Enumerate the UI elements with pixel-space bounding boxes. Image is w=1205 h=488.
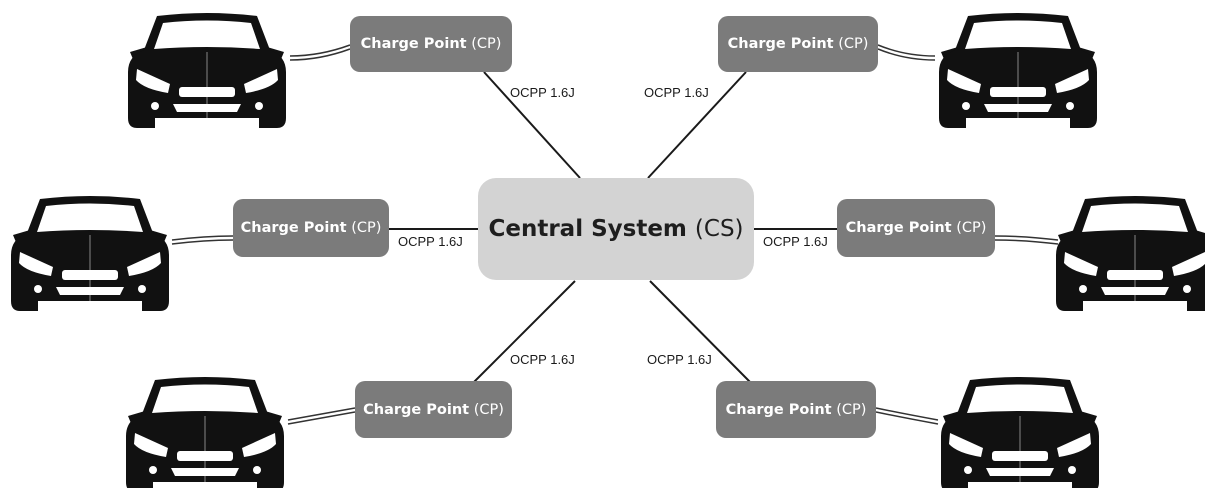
protocol-label: OCPP 1.6J [398, 234, 463, 249]
charge-point-mid-left[interactable]: Charge Point (CP) [233, 199, 389, 257]
cable-bottom-right [875, 407, 939, 421]
cable-top-left-2 [289, 48, 351, 61]
charge-point-abbr: (CP) [838, 36, 869, 52]
protocol-label: OCPP 1.6J [763, 234, 828, 249]
charge-point-bottom-left[interactable]: Charge Point (CP) [355, 381, 512, 438]
charge-point-mid-right[interactable]: Charge Point (CP) [837, 199, 995, 257]
charge-point-name: Charge Point [725, 401, 832, 418]
charge-point-abbr: (CP) [956, 220, 987, 236]
electric-car-icon [938, 12, 1098, 129]
connection-lines [388, 71, 837, 383]
charge-point-bottom-right[interactable]: Charge Point (CP) [716, 381, 876, 438]
link-bottom-right [649, 280, 751, 383]
charge-point-abbr: (CP) [351, 220, 382, 236]
cable-mid-left-2 [171, 239, 234, 245]
electric-car-icon [10, 195, 170, 312]
link-bottom-left [473, 280, 576, 383]
protocol-label: OCPP 1.6J [647, 352, 712, 367]
electric-car-icon [1055, 195, 1205, 312]
electric-car-icon [125, 376, 285, 488]
cable-bottom-right-2 [875, 411, 939, 425]
cable-bottom-left [287, 407, 356, 421]
link-top-left [483, 71, 581, 179]
electric-car-icon [940, 376, 1100, 488]
charge-point-name: Charge Point [363, 401, 470, 418]
central-system-abbr: (CS) [694, 216, 744, 242]
cable-top-right-2 [877, 48, 936, 61]
charge-point-abbr: (CP) [836, 401, 867, 418]
cable-mid-right [994, 235, 1059, 241]
central-system-node[interactable]: Central System (CS) [478, 178, 754, 280]
protocol-label: OCPP 1.6J [644, 85, 709, 100]
charge-point-top-left[interactable]: Charge Point (CP) [350, 16, 512, 72]
charge-point-name: Charge Point [727, 36, 834, 52]
charging-cables [171, 44, 1059, 425]
charge-point-name: Charge Point [845, 220, 952, 236]
charge-point-abbr: (CP) [471, 36, 502, 52]
cable-bottom-left-2 [287, 411, 356, 425]
electric-car-icon [127, 12, 287, 129]
cable-top-left [289, 44, 351, 57]
charge-point-abbr: (CP) [473, 401, 504, 418]
cable-mid-right-2 [994, 239, 1059, 245]
charge-point-name: Charge Point [360, 36, 467, 52]
charge-point-top-right[interactable]: Charge Point (CP) [718, 16, 878, 72]
protocol-label: OCPP 1.6J [510, 85, 575, 100]
cable-top-right [877, 44, 936, 57]
cable-mid-left [171, 235, 234, 241]
protocol-label: OCPP 1.6J [510, 352, 575, 367]
link-top-right [647, 71, 747, 179]
central-system-name: Central System [488, 216, 687, 242]
charge-point-name: Charge Point [240, 220, 347, 236]
